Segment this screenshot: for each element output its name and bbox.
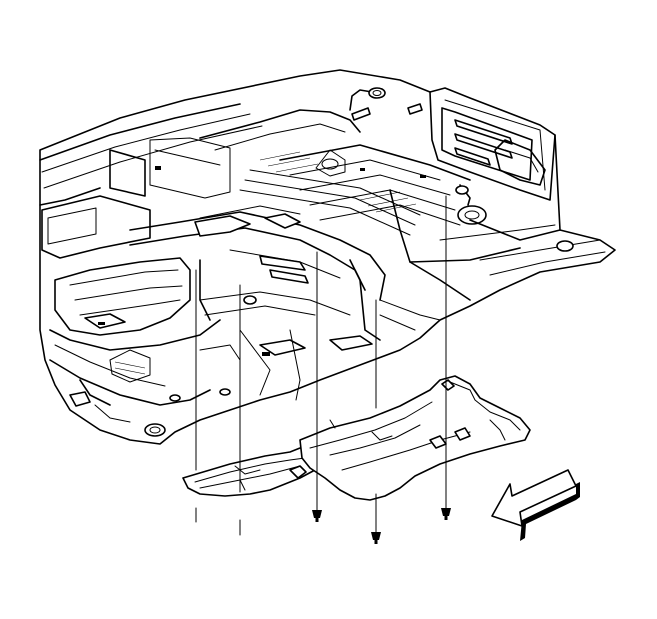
fasteners <box>312 508 451 544</box>
rear-floor-panel-shield <box>299 375 531 501</box>
fastener-5 <box>441 508 451 520</box>
front-direction-arrow-icon <box>491 469 580 541</box>
fastener-4 <box>371 532 381 544</box>
fastener-3 <box>312 510 322 522</box>
front-floor-panel-shield <box>182 447 319 497</box>
vehicle-underbody <box>39 69 616 445</box>
fastener-leaders <box>195 195 447 536</box>
